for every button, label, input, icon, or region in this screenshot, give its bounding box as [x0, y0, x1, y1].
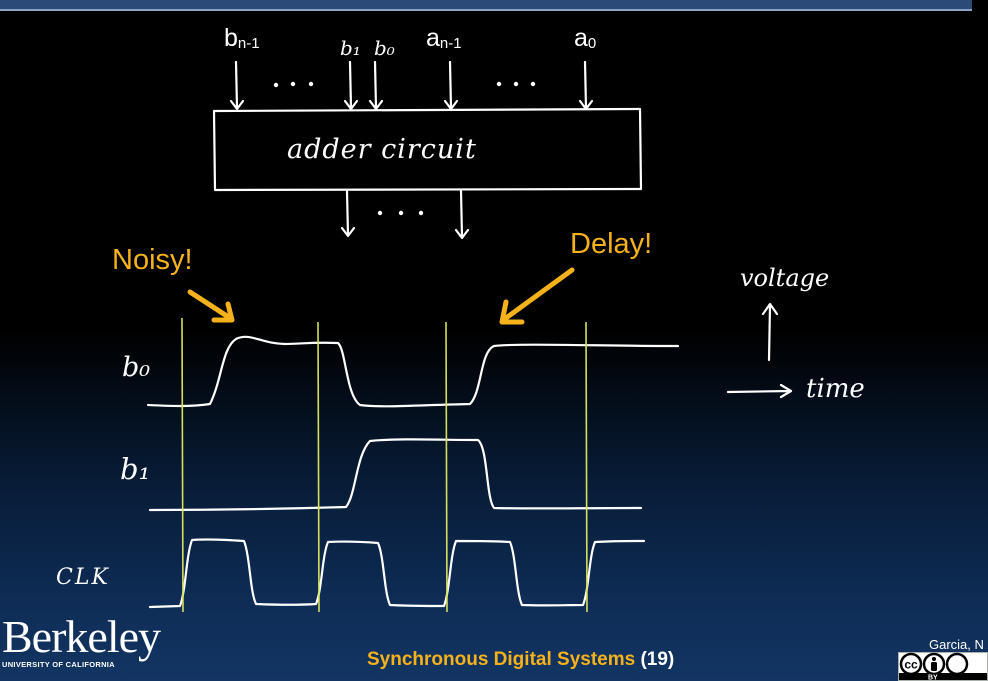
- clock-edge-line: [317, 321, 320, 613]
- slide-footer-title: Synchronous Digital Systems (19): [367, 649, 674, 671]
- berkeley-logo-word: Berkeley: [2, 611, 161, 662]
- noisy-callout: Noisy!: [112, 244, 193, 276]
- by-badge-text: BY: [928, 675, 938, 681]
- clock-edge-line: [181, 317, 184, 613]
- input-arrow-a0: [578, 60, 594, 111]
- noisy-callout-arrow: [187, 289, 235, 323]
- input-arrow-an1: [443, 60, 459, 111]
- time-axis-arrow: [726, 383, 793, 399]
- clock-edge-line: [585, 321, 588, 613]
- voltage-axis-arrow: [761, 302, 779, 362]
- signal-label-b1: b₁: [120, 452, 151, 486]
- slide-top-bar-edge: [972, 0, 988, 11]
- adder-circuit-label: adder circuit: [287, 134, 477, 165]
- signal-label-b0: b₀: [122, 352, 151, 383]
- footer-title-text: Synchronous Digital Systems: [367, 649, 636, 670]
- author-credit: Garcia, N: [929, 637, 984, 652]
- input-label-b1: b₁: [340, 36, 361, 60]
- output-arrow-left: [340, 189, 356, 238]
- cc-license-badge: cc BY: [898, 652, 988, 681]
- ellipsis-dots: [273, 81, 536, 216]
- clk-waveform: [148, 538, 646, 609]
- cc-badge-text: cc: [904, 658, 918, 672]
- input-label-b0: b₀: [374, 36, 395, 60]
- delay-callout-arrow: [499, 267, 575, 325]
- slide-top-bar: [0, 0, 972, 11]
- clock-edge-line: [445, 321, 448, 613]
- input-arrow-bn1: [229, 60, 245, 111]
- signal-label-clk: CLK: [56, 565, 110, 590]
- input-label-a0: a0: [574, 24, 597, 52]
- input-label-bn1: bn-1: [224, 24, 260, 52]
- extra-license-icon: [945, 652, 969, 676]
- legend-voltage-label: voltage: [740, 264, 830, 292]
- input-label-an1: an-1: [426, 24, 462, 52]
- b0-waveform: [146, 335, 680, 408]
- b1-waveform: [148, 438, 643, 512]
- legend-time-label: time: [806, 374, 865, 404]
- berkeley-logo: Berkeley UNIVERSITY OF CALIFORNIA: [2, 611, 161, 670]
- delay-callout: Delay!: [570, 228, 653, 260]
- adder-circuit-box: [212, 107, 643, 192]
- footer-page-number: (19): [640, 649, 675, 670]
- berkeley-logo-subtitle: UNIVERSITY OF CALIFORNIA: [2, 660, 115, 669]
- output-arrow-right: [454, 189, 470, 240]
- input-arrow-b0: [368, 60, 384, 111]
- input-arrow-b1: [343, 60, 359, 111]
